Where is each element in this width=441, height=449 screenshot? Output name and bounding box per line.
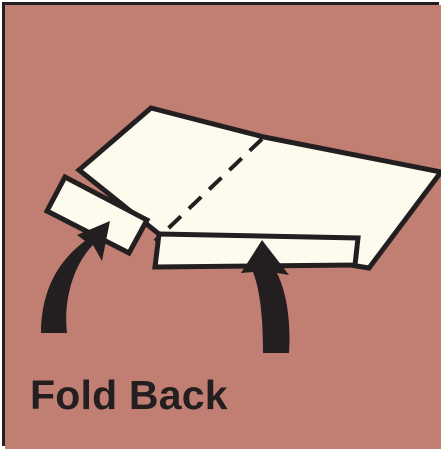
caption-title: Fold Back (30, 371, 228, 419)
fold-back-panel: Fold Back (2, 2, 439, 446)
